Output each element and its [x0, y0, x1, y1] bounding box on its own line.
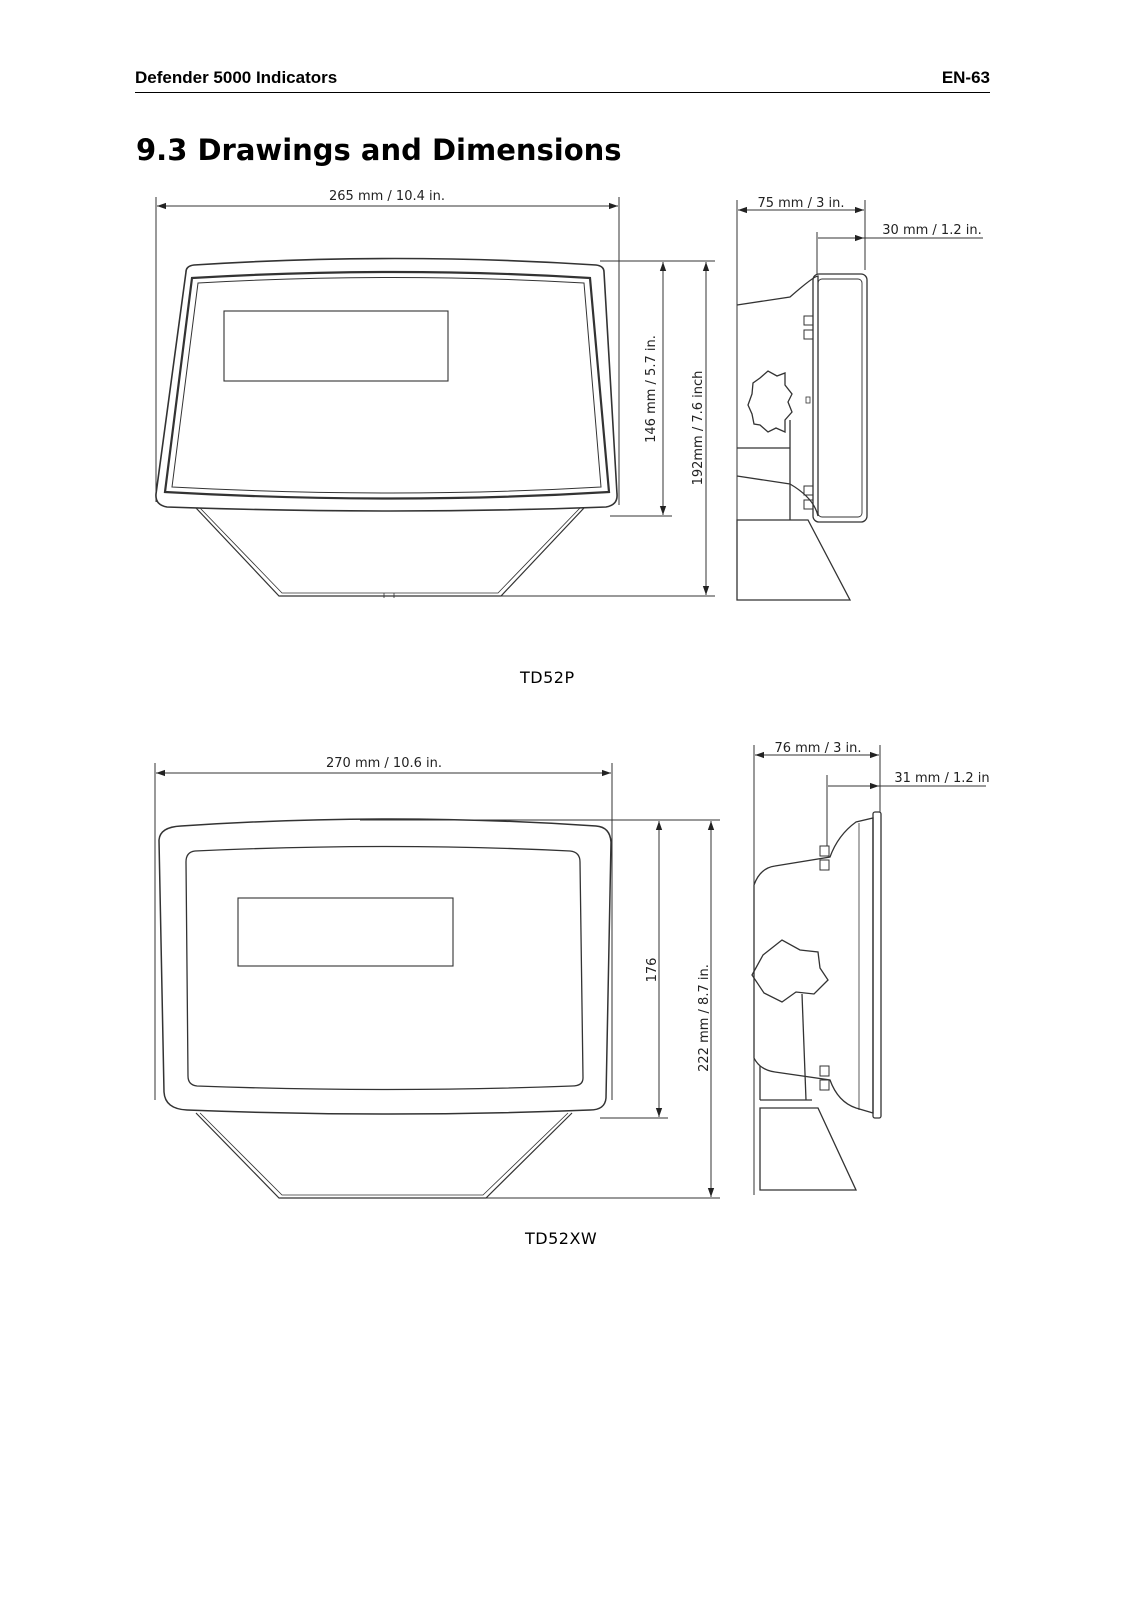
td52xw-overall-height-label: 222 mm / 8.7 in.	[697, 964, 712, 1072]
running-header: Defender 5000 Indicators EN-63	[135, 66, 990, 93]
td52p-side-view	[736, 200, 868, 601]
td52p-caption: TD52P	[520, 668, 575, 687]
document-title: Defender 5000 Indicators	[135, 68, 338, 87]
td52xw-housing-depth-label: 31 mm / 1.2 in	[894, 771, 989, 786]
td52xw-depth-label: 76 mm / 3 in.	[774, 741, 861, 756]
td52p-height-label: 146 mm / 5.7 in.	[644, 335, 659, 443]
section-heading: 9.3 Drawings and Dimensions	[136, 133, 622, 167]
td52p-side-dimension-lines	[738, 200, 983, 274]
td52xw-front-dimension-lines	[154, 763, 720, 1199]
td52xw-width-label: 270 mm / 10.6 in.	[326, 756, 442, 771]
td52p-front-dimension-lines	[155, 197, 715, 597]
td52p-width-label: 265 mm / 10.4 in.	[329, 189, 445, 204]
td52p-overall-height-label: 192mm / 7.6 inch	[691, 371, 706, 486]
td52xw-side-dimension-lines	[755, 745, 986, 846]
td52xw-height-label: 176	[645, 958, 660, 983]
page-number: EN-63	[941, 68, 990, 87]
td52p-front-view	[155, 257, 618, 598]
td52p-housing-depth-label: 30 mm / 1.2 in.	[882, 223, 981, 238]
td52p-depth-label: 75 mm / 3 in.	[757, 196, 844, 211]
td52xw-front-view	[158, 818, 612, 1199]
td52xw-caption: TD52XW	[525, 1229, 598, 1248]
td52xw-side-view	[751, 745, 882, 1195]
